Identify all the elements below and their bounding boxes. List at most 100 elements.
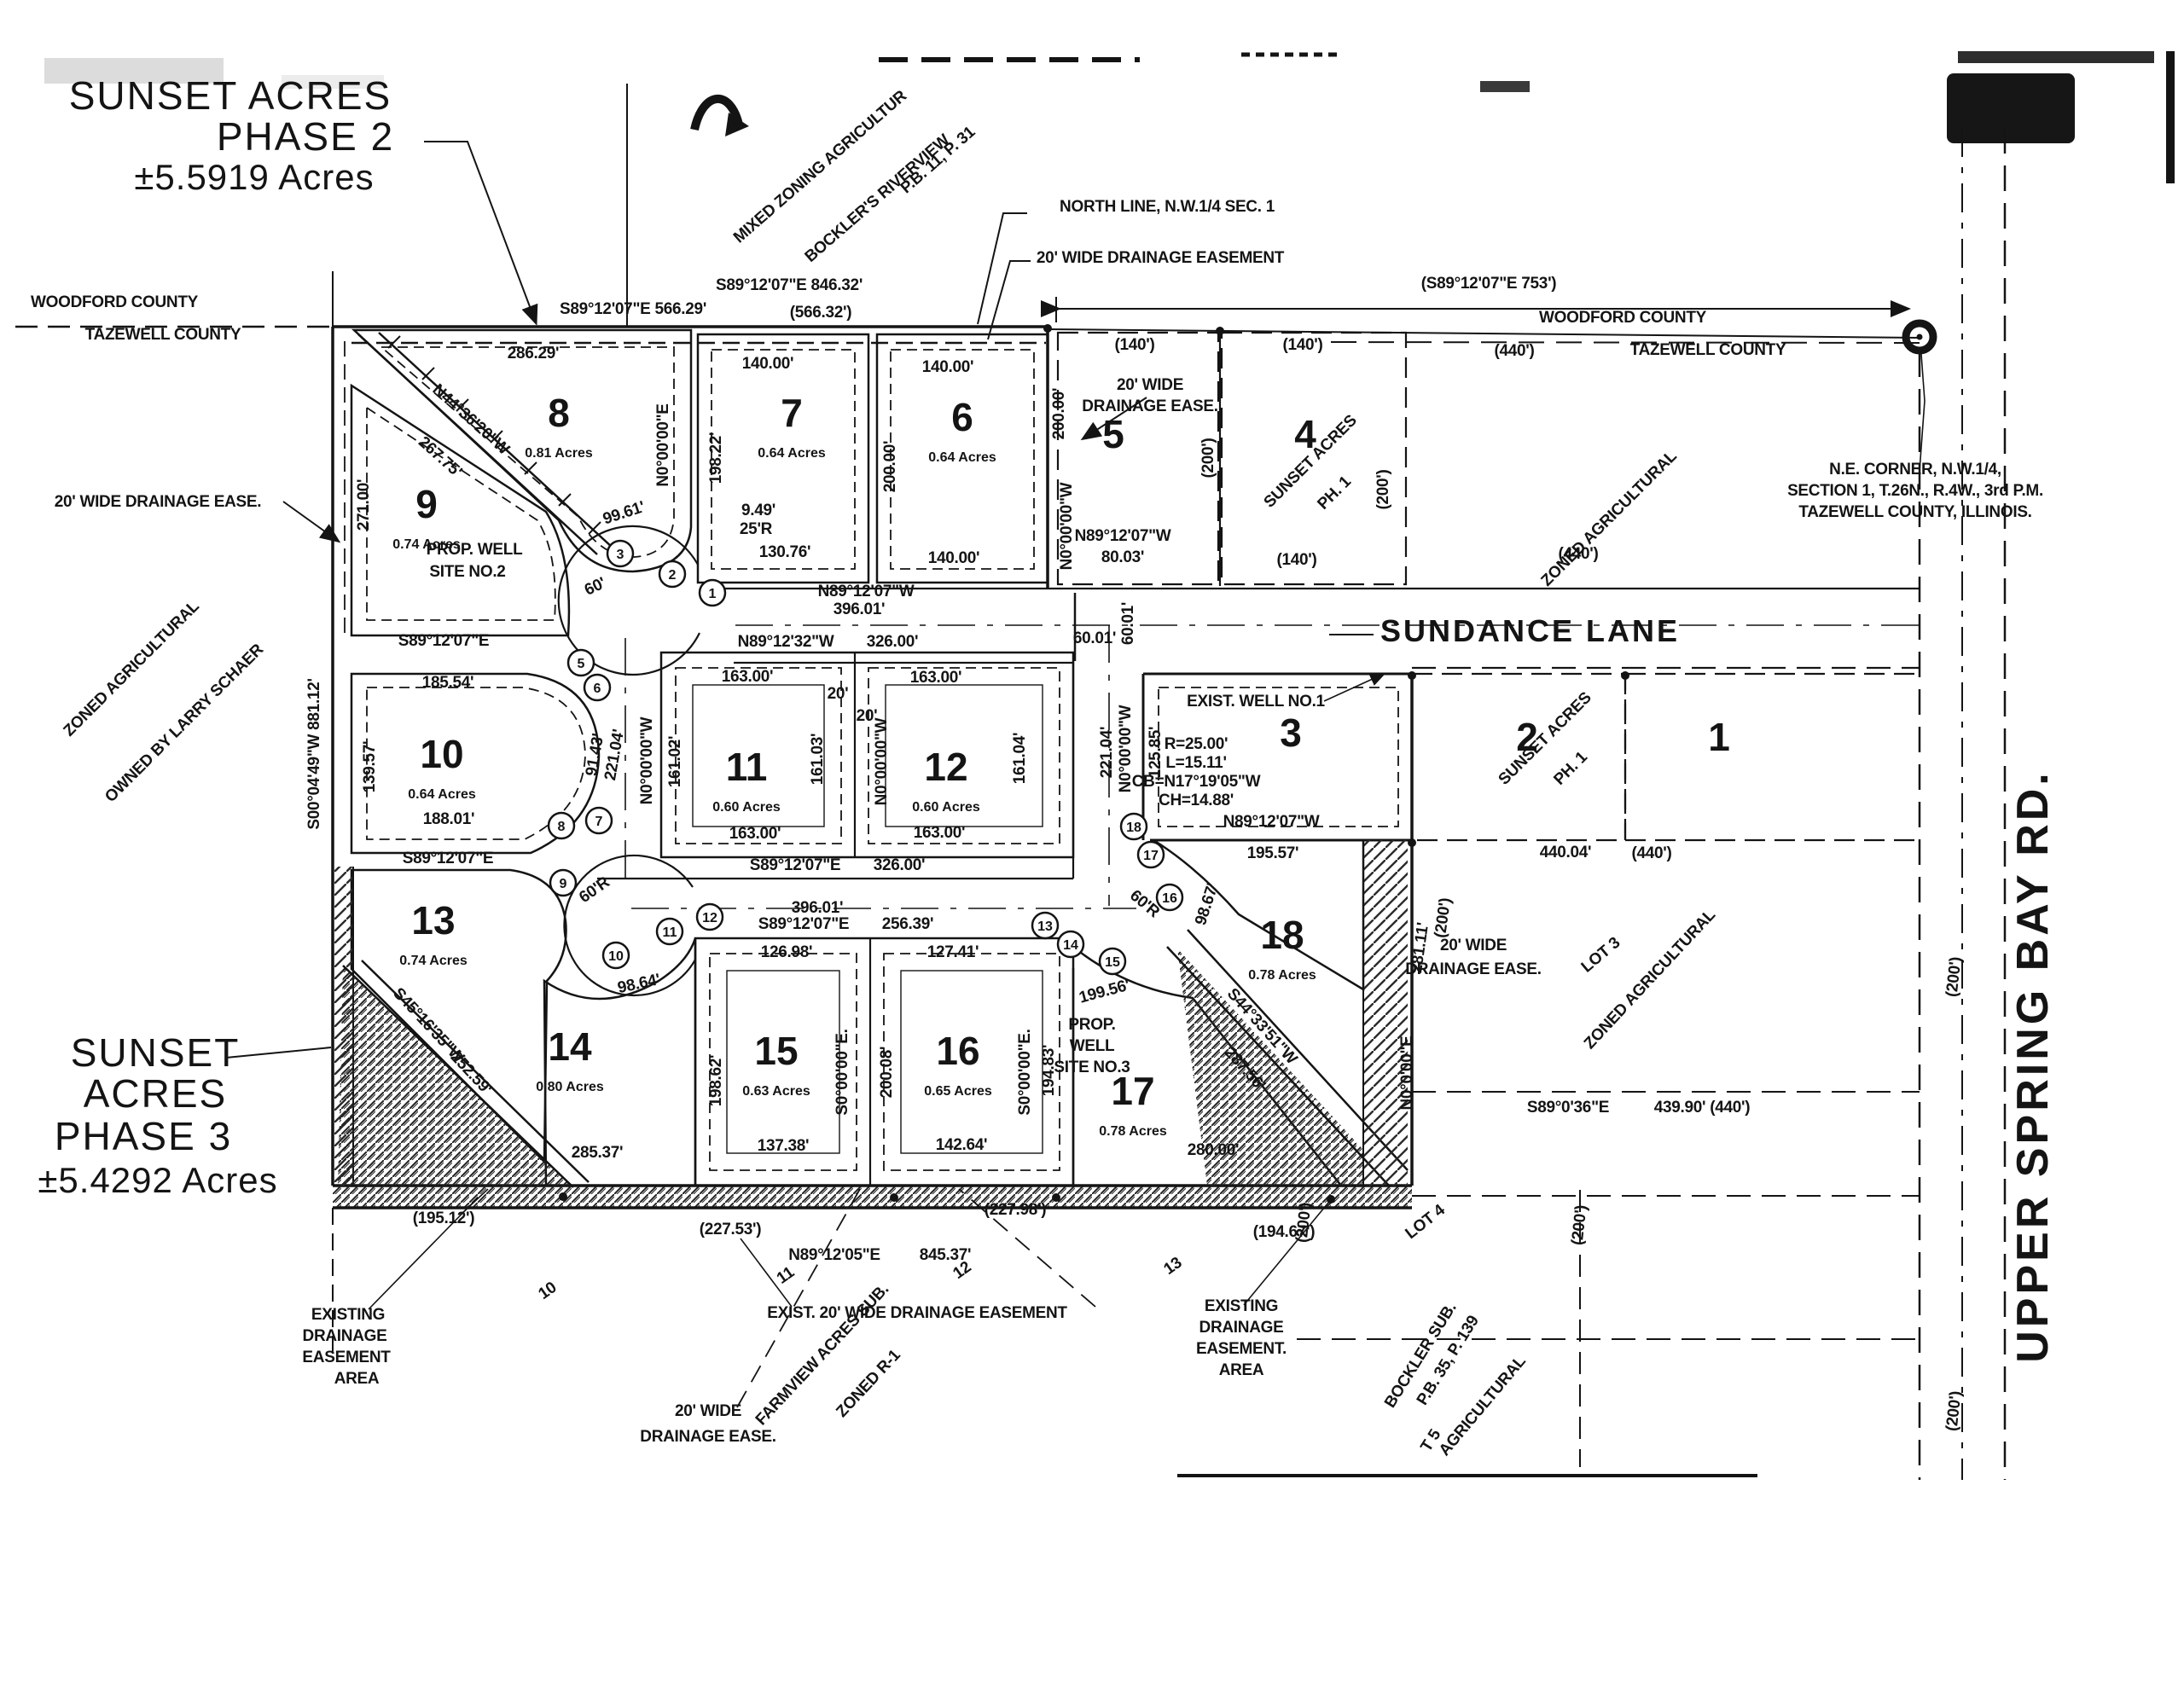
- phase3-title-line1: SUNSET: [71, 1030, 241, 1075]
- upper-spring-bay-road-linework: [1918, 128, 2007, 1480]
- phase3-title-block: SUNSET ACRES PHASE 3 ±5.4292 Acres: [38, 1030, 276, 1200]
- title-block: SUNSET ACRES PHASE 2 ±5.5919 Acres: [69, 73, 392, 197]
- lot-acreage: 0.65 Acres: [924, 1084, 992, 1099]
- curve-point-number: 18: [1126, 821, 1141, 835]
- lot-label: 2: [1516, 715, 1538, 759]
- lot-number: 5: [1102, 412, 1124, 456]
- annotation-label: 98.67': [1192, 881, 1223, 927]
- annotation-label: PROP. WELL: [427, 541, 523, 559]
- lot-number: 7: [781, 391, 803, 435]
- annotation-label: (140'): [1276, 551, 1316, 569]
- curve-point-number: 7: [595, 815, 603, 829]
- lot-acreage: 0.64 Acres: [758, 446, 826, 461]
- lot-label: 17 0.78 Acres: [1099, 1069, 1167, 1139]
- annotation-label: (200'): [1432, 896, 1455, 939]
- curve-point-marker: 2: [658, 560, 687, 589]
- lot-label: 6 0.64 Acres: [928, 395, 996, 465]
- annotation-label: N0°0'00"E: [1398, 1035, 1416, 1110]
- lot-acreage: 0.74 Acres: [392, 537, 461, 552]
- annotation-label: DRAINAGE: [1199, 1319, 1284, 1337]
- lot-label: 4: [1294, 412, 1316, 456]
- lot-label: 8 0.81 Acres: [525, 391, 593, 461]
- phase2-title-line3: ±5.5919 Acres: [134, 157, 374, 197]
- annotation-label: 200.08': [878, 1047, 896, 1099]
- annotation-label: N0°00'00"W: [1058, 482, 1076, 570]
- curve-point-number: 17: [1143, 849, 1159, 863]
- lot-number: 14: [548, 1024, 592, 1069]
- annotation-label: 200.00': [881, 441, 899, 493]
- annotation-label: 126.98': [761, 943, 813, 961]
- annotation-label: 161.03': [809, 734, 827, 786]
- annotation-label: PH. 1: [1314, 473, 1355, 513]
- annotation-label: 60.01': [1119, 602, 1137, 645]
- curve-point-marker: 17: [1136, 840, 1165, 869]
- curve-point-marker: 3: [606, 539, 635, 568]
- annotation-label: (227.53'): [700, 1221, 762, 1238]
- annotation-label: R=25.00': [1165, 735, 1228, 753]
- annotation-label: EASEMENT: [302, 1349, 391, 1366]
- annotation-label: N89°12'07"W: [1223, 813, 1320, 831]
- drainage-easement-hatching: [334, 840, 1409, 1188]
- annotation-label: 440.04': [1540, 844, 1592, 861]
- lot-number: 9: [415, 482, 438, 526]
- lot-number: 16: [936, 1029, 979, 1073]
- lot-acreage: 0.74 Acres: [399, 954, 468, 968]
- lot-number: 13: [411, 898, 455, 943]
- annotation-label: (440'): [1558, 545, 1598, 563]
- lot-labels-layer: 1 2 3 4 5 6 0.64 Acres 7 0.64 Acres 8 0.…: [392, 391, 1730, 1139]
- annotation-label: N.E. CORNER, N.W.1/4,: [1829, 461, 2001, 479]
- lot-number: 2: [1516, 715, 1538, 759]
- annotation-label: (140'): [1282, 336, 1322, 354]
- upper-spring-bay-rd-label: UPPER SPRING BAY RD.: [2008, 769, 2058, 1363]
- curve-point-marker: 5: [566, 648, 595, 677]
- annotation-label: (200'): [1943, 956, 1966, 998]
- annotation-label: DRAINAGE EASE.: [1082, 397, 1217, 415]
- annotation-label: FARMVIEW ACRES SUB.: [752, 1280, 892, 1429]
- curve-point-marker: 7: [584, 806, 613, 835]
- annotation-label: (140'): [1114, 336, 1154, 354]
- curve-point-marker: 9: [549, 868, 578, 897]
- lot-label: 1: [1708, 715, 1730, 759]
- curve-point-marker: 13: [1031, 911, 1060, 940]
- annotation-label: 130.76': [759, 543, 811, 561]
- lot-label: 5: [1102, 412, 1124, 456]
- curve-point-number: 11: [663, 925, 677, 940]
- annotation-label: S89°12'07"E: [758, 915, 850, 933]
- annotation-label: CB=N17°19'05"W: [1132, 773, 1261, 791]
- annotation-label: ZONED R-1: [833, 1346, 904, 1421]
- annotation-label: 20' WIDE: [675, 1402, 741, 1420]
- curve-point-number: 6: [594, 682, 601, 696]
- annotation-label: 326.00': [874, 856, 926, 874]
- annotation-label: S89°12'07"E 566.29': [560, 300, 706, 318]
- annotation-label: S00°04'49"W 881.12': [305, 678, 323, 829]
- annotation-label: 161.02': [666, 736, 684, 788]
- annotation-label: (S89°12'07"E 753'): [1421, 275, 1557, 293]
- annotation-label: 125.85': [1147, 727, 1165, 779]
- annotation-label: 140.00': [742, 355, 794, 373]
- annotation-label: (440'): [1631, 844, 1671, 862]
- annotation-label: 13: [1160, 1254, 1185, 1279]
- curve-point-marker: 10: [601, 941, 630, 970]
- leader-lines: [225, 84, 1926, 1408]
- annotation-label: 161.04': [1011, 733, 1029, 785]
- curve-markers-layer: 1 2 3 5 6 7 8 9 10 11: [547, 539, 1184, 976]
- annotation-label: 280.00': [1188, 1141, 1240, 1159]
- lot-number: 1: [1708, 715, 1730, 759]
- curve-point-marker: 14: [1056, 930, 1085, 959]
- curve-point-number: 5: [578, 657, 585, 671]
- phase3-title-line3: PHASE 3: [55, 1114, 232, 1158]
- annotation-label: N89°12'07"W: [1075, 527, 1171, 545]
- phase2-title-line1: SUNSET ACRES: [69, 73, 392, 118]
- annotation-label: (200'): [1199, 438, 1217, 478]
- annotation-label: 198.62': [707, 1055, 725, 1107]
- annotation-label: S89°12'07"E: [403, 850, 494, 867]
- annotation-label: (200'): [1569, 1204, 1591, 1246]
- annotation-label: 396.01': [792, 899, 844, 917]
- annotation-label: 286.29': [508, 345, 560, 363]
- annotation-label: 199.56': [1077, 977, 1132, 1007]
- lot-acreage: 0.78 Acres: [1099, 1124, 1167, 1139]
- annotation-label: TAZEWELL COUNTY: [85, 326, 241, 344]
- lot-label: 7 0.64 Acres: [758, 391, 826, 461]
- annotation-label: AREA: [1219, 1361, 1264, 1379]
- annotation-label: EXISTING: [1205, 1297, 1278, 1315]
